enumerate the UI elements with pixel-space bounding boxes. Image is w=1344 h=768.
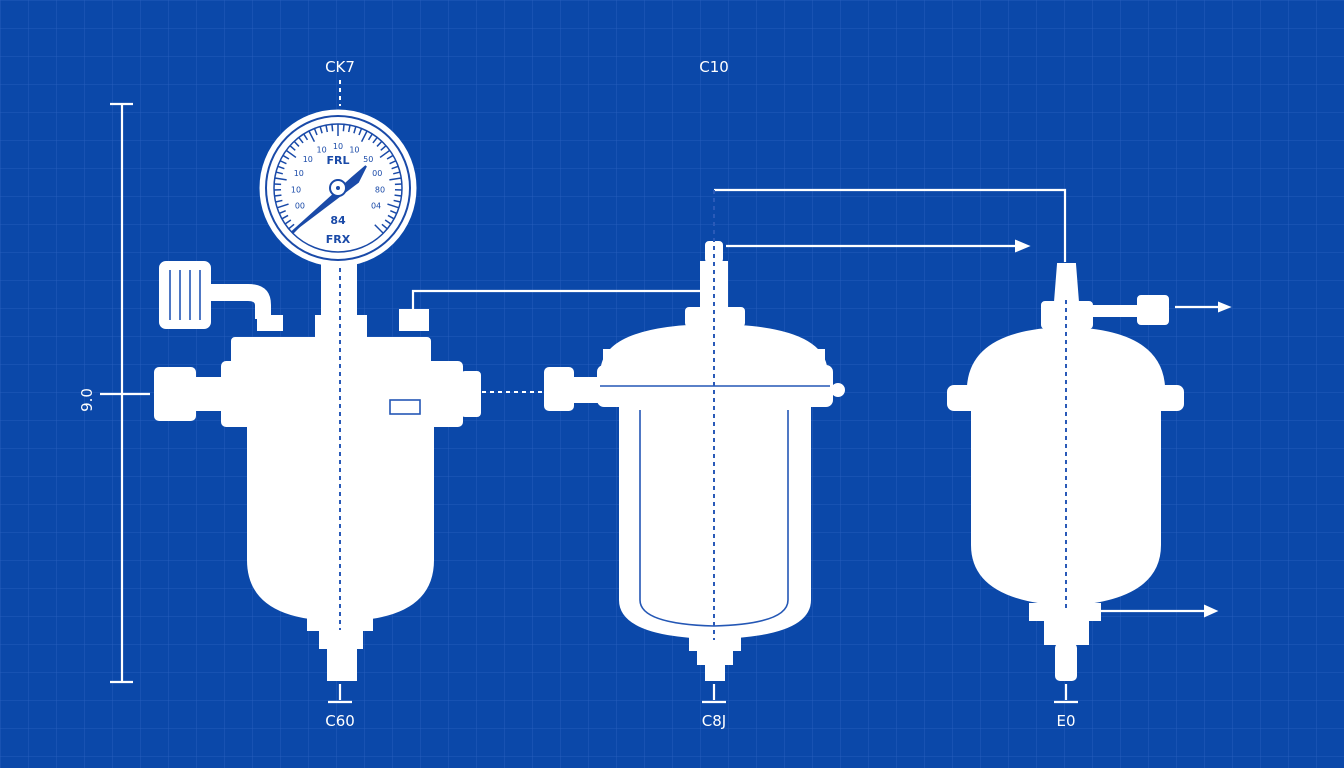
gauge-tick (374, 224, 384, 234)
gauge-tick (303, 133, 309, 141)
gauge-tick (379, 149, 391, 159)
gauge-scale-label: 10 (316, 145, 326, 154)
gauge-scale-label: 04 (371, 202, 381, 211)
gauge-scale-label: 10 (303, 155, 313, 164)
gauge-subtitle: FRX (326, 233, 351, 246)
gauge-tick (308, 130, 316, 143)
gauge-tick (319, 126, 323, 134)
lubricator-unit (947, 263, 1184, 681)
gauge-tick (285, 149, 297, 159)
gauge-tick (284, 219, 292, 225)
gauge-tick (278, 209, 286, 215)
gauge-scale-label: 10 (333, 142, 343, 151)
gauge-tick (386, 154, 394, 160)
gauge-tick (389, 177, 402, 181)
left-dimension-label: 9.0 (78, 388, 96, 412)
gauge-title: FRL (327, 154, 350, 167)
gauge-tick (380, 145, 387, 151)
gauge-scale-label: 10 (291, 185, 301, 194)
label-bottom-middle: C8J (702, 712, 726, 730)
gauge-tick (393, 171, 401, 175)
gauge-tick (275, 199, 283, 203)
gauge-tick (342, 124, 345, 132)
connection-lines (411, 188, 1232, 618)
gauge-tick (390, 209, 398, 215)
gauge-tick (298, 136, 304, 144)
gauge-tick (274, 194, 282, 197)
gauge-tick (393, 199, 401, 203)
gauge-tick (367, 133, 373, 141)
label-bottom-right: E0 (1056, 712, 1075, 730)
gauge-tick (282, 154, 290, 160)
gauge-scale-label: 00 (372, 169, 382, 178)
gauge-tick (313, 128, 318, 136)
gauge-tick (381, 223, 388, 230)
gauge-tick (275, 171, 283, 175)
gauge-tick (331, 124, 334, 132)
gauge-scale-label: 50 (363, 155, 373, 164)
gauge-tick (276, 203, 289, 209)
gauge-tick (384, 219, 392, 225)
gauge-center-value: 84 (330, 214, 346, 227)
gauge-tick (358, 128, 363, 136)
dimension-bracket (100, 102, 150, 684)
gauge-tick (274, 177, 287, 181)
gauge-tick (277, 165, 285, 170)
gauge-tick (325, 124, 329, 133)
label-bottom-left: C60 (325, 712, 355, 730)
gauge-scale-label: 10 (294, 169, 304, 178)
gauge-tick (376, 140, 383, 147)
gauge-scale-label: 80 (375, 185, 385, 194)
gauge-tick (279, 160, 287, 165)
gauge-tick (293, 140, 300, 147)
gauge-tick (360, 130, 368, 143)
gauge-tick (281, 214, 289, 220)
label-top-left: CK7 (325, 58, 355, 76)
gauge-scale-label: 00 (295, 202, 305, 211)
gauge-tick (289, 145, 296, 151)
gauge-tick (391, 165, 399, 170)
gauge-needle (291, 165, 367, 233)
gauge-tick (372, 136, 378, 144)
label-top-middle: C10 (699, 58, 729, 76)
gauge-tick (288, 223, 295, 230)
gauge-tick (394, 194, 402, 197)
gauge-tick (389, 160, 397, 165)
filter-unit (544, 190, 845, 681)
gauge-scale-label: 10 (349, 145, 359, 154)
gauge-tick (387, 203, 400, 209)
gauge-tick (353, 126, 357, 134)
gauge-tick (387, 214, 395, 220)
gauge-tick (347, 124, 351, 133)
